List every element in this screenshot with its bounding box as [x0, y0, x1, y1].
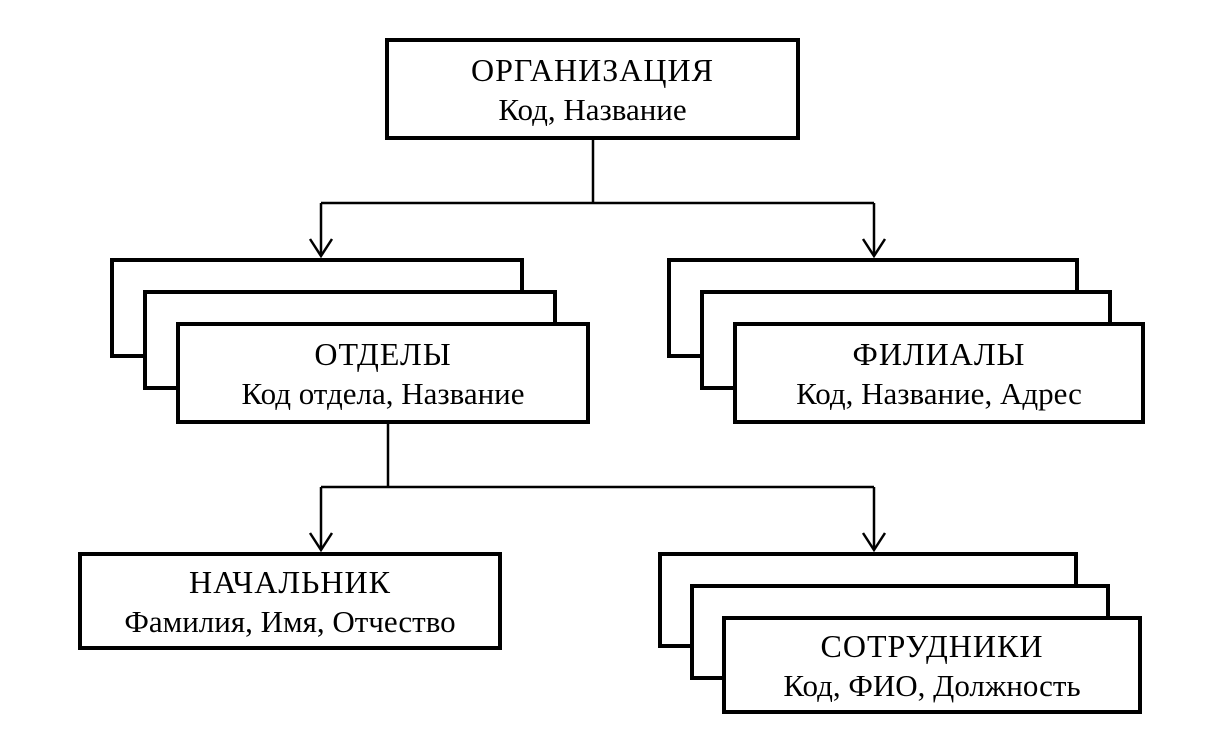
node-organization: ОРГАНИЗАЦИЯ Код, Название: [385, 38, 800, 140]
node-manager-title: НАЧАЛЬНИК: [189, 563, 391, 600]
node-organization-title: ОРГАНИЗАЦИЯ: [471, 51, 714, 88]
node-manager: НАЧАЛЬНИК Фамилия, Имя, Отчество: [78, 552, 502, 650]
node-departments: ОТДЕЛЫ Код отдела, Название: [176, 322, 590, 424]
arrowhead-departments: [308, 238, 334, 259]
node-departments-attributes: Код отдела, Название: [241, 375, 525, 411]
node-branches: ФИЛИАЛЫ Код, Название, Адрес: [733, 322, 1145, 424]
arrowhead-manager: [308, 532, 334, 553]
node-employees-title: СОТРУДНИКИ: [820, 627, 1044, 664]
node-organization-attributes: Код, Название: [498, 91, 687, 127]
arrowhead-branches: [861, 238, 887, 259]
node-manager-attributes: Фамилия, Имя, Отчество: [124, 603, 456, 639]
node-employees: СОТРУДНИКИ Код, ФИО, Должность: [722, 616, 1142, 714]
node-departments-title: ОТДЕЛЫ: [314, 335, 452, 372]
arrowhead-employees: [861, 532, 887, 553]
node-branches-attributes: Код, Название, Адрес: [796, 375, 1082, 411]
node-branches-title: ФИЛИАЛЫ: [852, 335, 1026, 372]
node-employees-attributes: Код, ФИО, Должность: [783, 667, 1081, 703]
